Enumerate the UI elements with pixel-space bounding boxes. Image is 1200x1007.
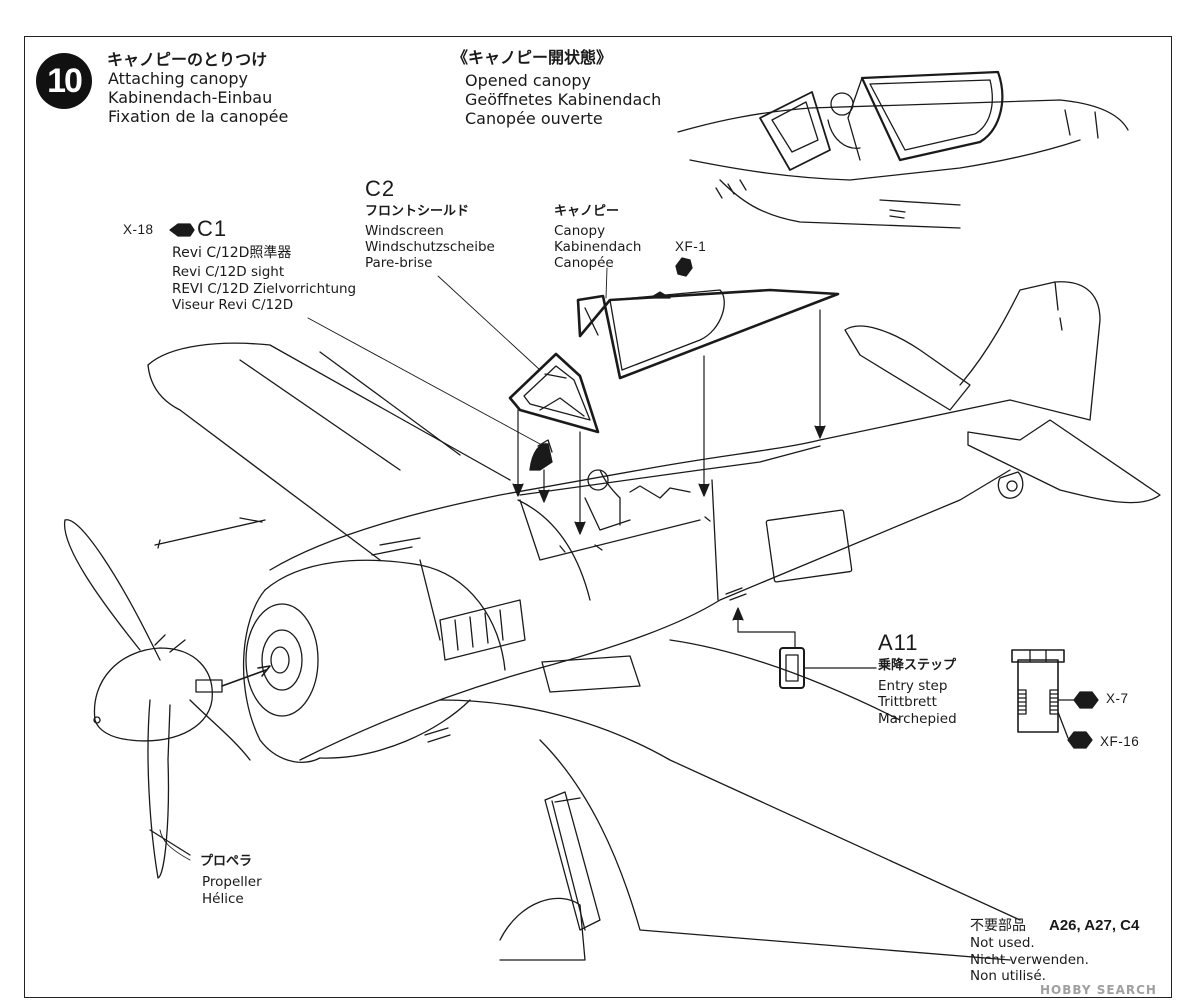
not-used-jp: 不要部品 — [970, 918, 1026, 934]
canopy-part — [576, 288, 840, 380]
part-a11-jp: 乗降ステップ — [878, 658, 957, 673]
propeller — [63, 519, 271, 879]
not-used-en: Not used. — [970, 935, 1035, 951]
part-c1-fr: Viseur Revi C/12D — [172, 297, 294, 313]
part-c1-en: Revi C/12D sight — [172, 264, 285, 280]
entry-step-part — [779, 647, 1075, 739]
paint-x18-label: X-18 — [123, 222, 154, 237]
part-c2-jp: フロントシールド — [365, 204, 470, 219]
part-a11-fr: Marchepied — [878, 711, 957, 727]
landing-gear — [499, 791, 601, 961]
part-c2-fr: Pare-brise — [365, 255, 433, 271]
step-number-badge: 10 — [36, 53, 92, 109]
leader-lines — [159, 267, 608, 861]
opened-view-de: Geöffnetes Kabinendach — [465, 90, 662, 109]
part-c2-number: C2 — [365, 176, 396, 201]
tail-section — [844, 281, 1161, 504]
watermark: HOBBY SEARCH — [1040, 983, 1157, 997]
part-c1-number: C1 — [197, 216, 228, 241]
part-c2-en: Windscreen — [365, 223, 444, 239]
paint-xf1-label: XF-1 — [675, 239, 707, 254]
opened-view-fr: Canopée ouverte — [465, 109, 603, 128]
part-a11-de: Trittbrett — [878, 694, 937, 710]
step-title-fr: Fixation de la canopée — [108, 107, 289, 126]
part-canopy-en: Canopy — [554, 223, 606, 239]
not-used-fr: Non utilisé. — [970, 968, 1046, 984]
part-propeller-jp: プロペラ — [200, 854, 253, 869]
fuselage — [269, 399, 1011, 761]
opened-view-title-jp: 《キャノピー開状態》 — [452, 48, 613, 67]
part-propeller-en: Propeller — [202, 874, 262, 890]
assembly-arrows — [512, 309, 826, 649]
paint-x7-label: X-7 — [1106, 691, 1129, 706]
not-used-parts: A26, A27, C4 — [1049, 917, 1140, 934]
part-a11-number: A11 — [878, 630, 919, 655]
part-canopy-de: Kabinendach — [554, 239, 642, 255]
not-used-de: Nicht verwenden. — [970, 952, 1089, 968]
part-canopy-jp: キャノピー — [554, 204, 620, 219]
step-title-jp: キャノピーのとりつけ — [107, 50, 268, 69]
engine-cowling — [242, 537, 506, 763]
opened-view-en: Opened canopy — [465, 71, 591, 90]
paint-xf16-label: XF-16 — [1100, 734, 1140, 749]
step-title-de: Kabinendach-Einbau — [108, 88, 273, 107]
opened-canopy-inset — [677, 70, 1129, 229]
right-wing — [424, 639, 1021, 961]
part-a11-en: Entry step — [878, 678, 948, 694]
part-c1-jp: Revi C/12D照準器 — [172, 245, 292, 261]
step-title-en: Attaching canopy — [108, 69, 248, 88]
paint-bullets — [169, 223, 1099, 749]
part-c2-de: Windschutzscheibe — [365, 239, 495, 255]
part-propeller-fr: Hélice — [202, 891, 244, 907]
part-c1-de: REVI C/12D Zielvorrichtung — [172, 281, 357, 297]
cockpit — [519, 445, 821, 561]
windscreen-part — [508, 352, 600, 471]
part-canopy-fr: Canopée — [554, 255, 614, 271]
instruction-frame — [24, 36, 1172, 998]
left-wing — [147, 342, 511, 561]
